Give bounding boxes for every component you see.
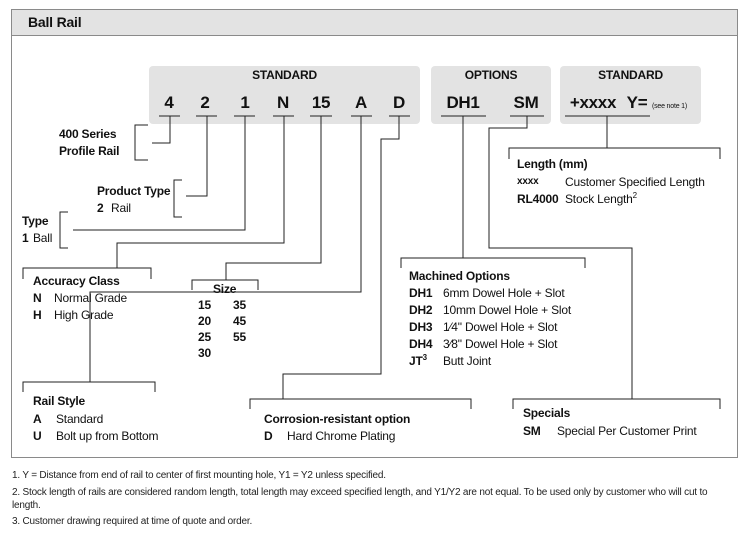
specials-label: Special Per Customer Print — [557, 424, 697, 438]
length-label-rl4000-sup: 2 — [632, 191, 637, 200]
rail-style-code-u: U — [33, 429, 42, 443]
machined-code-jt-sup: 3 — [422, 353, 427, 362]
product-type-label: Rail — [111, 201, 131, 215]
standard-header: STANDARD — [252, 68, 317, 82]
accuracy-label-n: Normal Grade — [54, 291, 127, 305]
machined-code-jt: JT3 — [409, 353, 427, 369]
ordering-code-panel: Ball Rail — [11, 9, 738, 458]
accuracy-code-n: N — [33, 291, 42, 305]
title-bar: Ball Rail — [12, 10, 737, 36]
code-series: 4 — [164, 93, 174, 112]
rail-style-label-a: Standard — [56, 412, 104, 426]
footnote-3: 3. Customer drawing required at time of … — [12, 516, 253, 527]
standard2-header: STANDARD — [598, 68, 663, 82]
machined-code-jt-text: JT — [409, 354, 423, 368]
code-product: 2 — [200, 93, 210, 112]
machined-code-dh4: DH4 — [409, 337, 433, 351]
rail-style-label-u: Bolt up from Bottom — [56, 429, 159, 443]
corrosion-code: D — [264, 429, 273, 443]
machined-label-jt: Butt Joint — [443, 354, 492, 368]
size-15: 15 — [198, 298, 211, 312]
size-45: 45 — [233, 314, 246, 328]
size-title: Size — [213, 282, 237, 296]
length-code-xxxx: xxxx — [517, 176, 539, 187]
code-y: Y= — [626, 93, 648, 112]
footnote-1: 1. Y = Distance from end of rail to cent… — [12, 470, 386, 481]
accuracy-label-h: High Grade — [54, 308, 114, 322]
code-accuracy: N — [277, 93, 289, 112]
code-size: 15 — [311, 93, 331, 112]
length-code-rl4000: RL4000 — [517, 192, 559, 206]
series-line1: 400 Series — [59, 127, 117, 141]
product-type-code: 2 — [97, 201, 104, 215]
rail-style-code-a: A — [33, 412, 42, 426]
series-line2: Profile Rail — [59, 144, 120, 158]
code-specials: SM — [513, 93, 539, 112]
code-style: A — [355, 93, 367, 112]
length-label-xxxx: Customer Specified Length — [565, 175, 705, 189]
rail-style-title: Rail Style — [33, 394, 86, 408]
accuracy-title: Accuracy Class — [33, 274, 120, 288]
code-type: 1 — [240, 93, 250, 112]
size-20: 20 — [198, 314, 211, 328]
code-length: +xxxx — [569, 93, 617, 112]
size-35: 35 — [233, 298, 246, 312]
length-label-rl4000-text: Stock Length — [565, 192, 633, 206]
size-25: 25 — [198, 330, 211, 344]
code-machined: DH1 — [446, 93, 480, 112]
machined-code-dh1: DH1 — [409, 286, 433, 300]
machined-label-dh2: 10mm Dowel Hole + Slot — [443, 303, 571, 317]
code-note: (see note 1) — [652, 103, 687, 110]
code-corrosion: D — [393, 93, 405, 112]
type-title: Type — [22, 214, 49, 228]
corrosion-label: Hard Chrome Plating — [287, 429, 396, 443]
accuracy-code-h: H — [33, 308, 42, 322]
options-header: OPTIONS — [464, 68, 518, 82]
machined-code-dh2: DH2 — [409, 303, 433, 317]
standard-header-box — [149, 66, 420, 124]
machined-label-dh3: 1⁄4" Dowel Hole + Slot — [443, 320, 558, 334]
type-label: Ball — [33, 231, 53, 245]
specials-code: SM — [523, 424, 541, 438]
corrosion-title: Corrosion-resistant option — [264, 412, 411, 426]
size-30: 30 — [198, 346, 211, 360]
machined-title: Machined Options — [409, 269, 510, 283]
specials-title: Specials — [523, 406, 571, 420]
machined-code-dh3: DH3 — [409, 320, 433, 334]
type-code: 1 — [22, 231, 29, 245]
panel-title: Ball Rail — [28, 14, 82, 30]
length-title: Length (mm) — [517, 157, 588, 171]
product-type-title: Product Type — [97, 184, 171, 198]
machined-label-dh1: 6mm Dowel Hole + Slot — [443, 286, 565, 300]
footnote-2: 2. Stock length of rails are considered … — [12, 487, 708, 511]
standard2-header-box — [560, 66, 701, 124]
size-55: 55 — [233, 330, 246, 344]
machined-label-dh4: 3⁄8" Dowel Hole + Slot — [443, 337, 558, 351]
options-header-box — [431, 66, 551, 124]
length-label-rl4000: Stock Length2 — [565, 191, 637, 207]
